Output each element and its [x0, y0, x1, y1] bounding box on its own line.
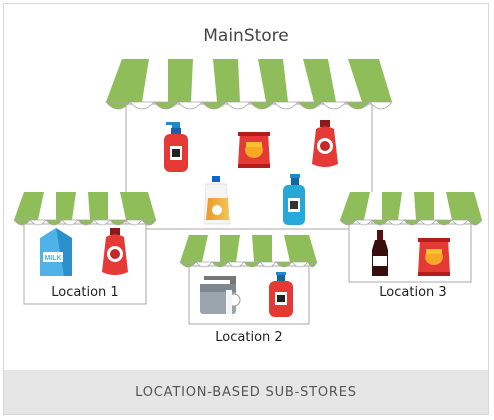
blue-soap-dispenser-icon [283, 174, 305, 225]
milk-carton-icon: MILK [40, 228, 72, 276]
diagram-frame: MILK [3, 3, 489, 415]
sauce-bottle-icon [372, 230, 388, 276]
location-3-store [339, 192, 483, 283]
location-2-store [179, 235, 318, 325]
main-store-title: MainStore [203, 26, 289, 46]
location-3-label: Location 3 [379, 285, 447, 300]
toilet-paper-holder-icon [200, 276, 241, 314]
main-store-awning [105, 59, 393, 110]
soap-dispenser-icon [269, 272, 293, 317]
chips-bag-icon [238, 132, 270, 168]
location-1-store: MILK [13, 192, 157, 305]
location-1-label: Location 1 [51, 285, 119, 300]
location-2-awning [179, 235, 318, 268]
ketchup-bottle-icon [312, 120, 338, 167]
ketchup-bottle-icon [102, 228, 128, 275]
store-scene: MILK [13, 59, 483, 325]
detergent-bottle-icon [203, 176, 231, 225]
main-store [105, 59, 393, 230]
chips-bag-icon [418, 238, 450, 276]
soap-dispenser-icon [164, 122, 188, 172]
footer-caption: LOCATION-BASED SUB-STORES [135, 384, 357, 400]
svg-text:MILK: MILK [44, 255, 61, 262]
location-2-label: Location 2 [215, 330, 283, 345]
location-1-awning [13, 192, 157, 226]
location-3-awning [339, 192, 483, 226]
footer-bar: LOCATION-BASED SUB-STORES [4, 370, 488, 414]
